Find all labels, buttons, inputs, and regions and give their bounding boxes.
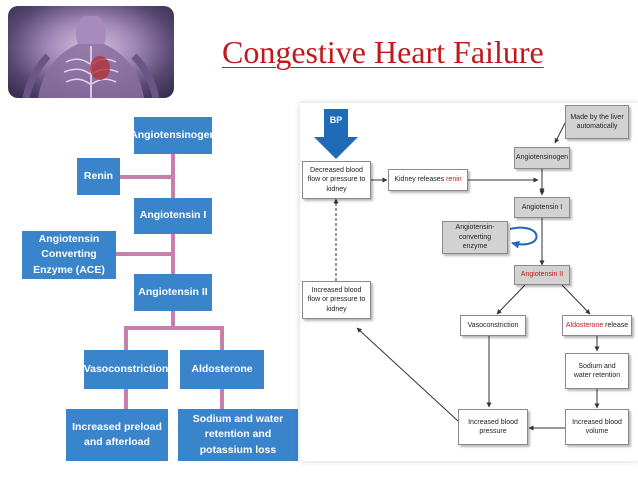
- angiotensin-2-box: Angiotensin II: [134, 274, 212, 311]
- vasoconstriction-box-right: Vasoconstriction: [460, 315, 526, 336]
- aldosterone-release-box: Aldosterone release: [562, 315, 632, 336]
- decreased-flow-box: Decreased blood flow or pressure to kidn…: [302, 161, 371, 199]
- ace-curved-arrow: [509, 226, 538, 249]
- torso-anatomy-icon: [22, 16, 160, 98]
- aldosterone-text: Aldosterone: [565, 321, 604, 329]
- kidney-renin-box: Kidney releases renin: [388, 169, 468, 191]
- sodium-water-box: Sodium and water retention: [565, 353, 629, 389]
- angiotensinogen-box-right: Angiotensinogen: [514, 147, 570, 169]
- right-feedback-diagram: BP Decreased blood flow or pressure to k…: [300, 103, 638, 461]
- release-text: release: [605, 321, 629, 329]
- renin-text: renin: [446, 176, 462, 184]
- connector: [124, 389, 128, 409]
- renin-box: Renin: [77, 158, 120, 195]
- connector: [124, 326, 128, 350]
- increased-flow-box: Increased blood flow or pressure to kidn…: [302, 281, 371, 319]
- connector: [220, 326, 224, 350]
- slide-title: Congestive Heart Failure: [222, 34, 544, 70]
- ace-box: Angiotensin Converting Enzyme (ACE): [22, 231, 116, 279]
- connector: [220, 389, 224, 409]
- vasoconstriction-box: Vasoconstriction: [84, 350, 168, 389]
- angiotensinogen-box: Angiotensinogen: [130, 117, 216, 154]
- connector: [116, 252, 175, 256]
- anatomy-illustration: [8, 6, 174, 98]
- angiotensin-1-box-right: Angiotensin I: [514, 197, 570, 218]
- connector: [171, 311, 175, 328]
- increased-volume-box: Increased blood volume: [565, 409, 629, 445]
- increased-pressure-box: Increased blood pressure: [458, 409, 528, 445]
- bp-label: BP: [329, 115, 343, 125]
- connector: [120, 175, 175, 179]
- aldosterone-box: Aldosterone: [180, 350, 264, 389]
- sodium-retention-box: Sodium and water retention and potassium…: [178, 409, 298, 461]
- angiotensin-1-box: Angiotensin I: [134, 198, 212, 234]
- liver-box: Made by the liver automatically: [565, 105, 629, 139]
- increased-preload-box: Increased preload and afterload: [66, 409, 168, 461]
- connector: [124, 326, 224, 330]
- angiotensin-2-box-right: Angiotensin II: [514, 265, 570, 285]
- ace-box-right: Angiotensin-converting enzyme: [442, 221, 508, 254]
- kidney-renin-prefix: Kidney releases: [394, 176, 445, 184]
